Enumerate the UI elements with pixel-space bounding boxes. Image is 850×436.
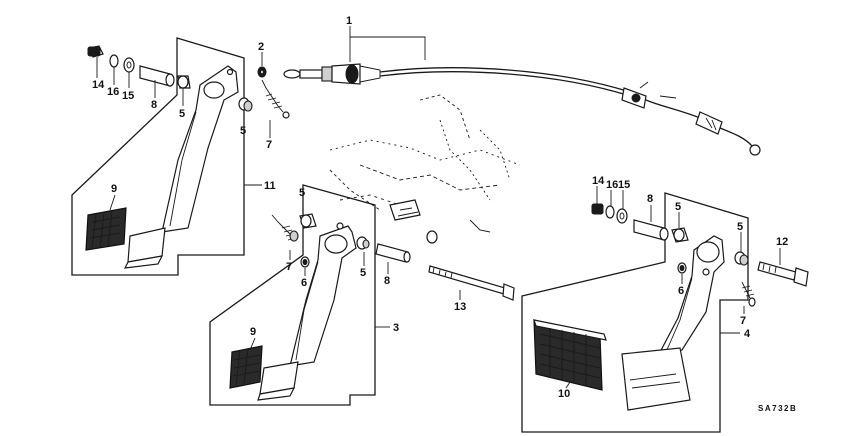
- callout-14-right: 14: [592, 175, 605, 187]
- clutch-pedal-assembly-upper: [71, 37, 290, 276]
- callout-6-right: 6: [678, 285, 684, 297]
- diagram-code: SA732B: [758, 404, 797, 413]
- callout-6-center: 6: [301, 277, 307, 289]
- callout-labels: 1 2 14 16 15 8 5 5 7 11 9 5 7 6 5 8 3 9 …: [92, 15, 797, 413]
- callout-9-center: 9: [250, 326, 256, 338]
- clutch-pedal-assembly-center: [209, 184, 411, 406]
- callout-5-upper-b: 5: [240, 125, 246, 137]
- clutch-cable: [283, 26, 761, 156]
- callout-12: 12: [776, 236, 788, 248]
- callout-4: 4: [744, 328, 751, 340]
- callout-2: 2: [258, 41, 264, 53]
- callout-14-left: 14: [92, 79, 105, 91]
- callout-9-upper: 9: [111, 183, 117, 195]
- callout-7-right: 7: [740, 315, 746, 327]
- callout-1: 1: [346, 15, 352, 27]
- callout-5-center-a: 5: [299, 187, 305, 199]
- callout-15-left: 15: [122, 90, 134, 102]
- callout-16-right: 16: [606, 179, 618, 191]
- callout-11: 11: [264, 180, 276, 192]
- callout-8-center: 8: [384, 275, 390, 287]
- callout-8-right: 8: [647, 193, 653, 205]
- callout-13: 13: [454, 301, 466, 313]
- callout-15-right: 15: [618, 179, 630, 191]
- callout-10: 10: [558, 388, 570, 400]
- callout-5-right-b: 5: [737, 221, 743, 233]
- body-bracket: [329, 94, 521, 244]
- callout-8-upper: 8: [151, 99, 157, 111]
- callout-5-upper-a: 5: [179, 108, 185, 120]
- clip-part-2: [257, 52, 267, 78]
- leader-lines: [96, 57, 781, 389]
- callout-5-right-a: 5: [675, 201, 681, 213]
- callout-5-center-b: 5: [360, 267, 366, 279]
- callout-3: 3: [393, 322, 399, 334]
- long-bolt-13: [428, 265, 515, 301]
- callout-7-upper: 7: [266, 139, 272, 151]
- brake-pedal-assembly: [521, 192, 809, 433]
- callout-7-center: 7: [286, 261, 292, 273]
- callout-16-left: 16: [107, 86, 119, 98]
